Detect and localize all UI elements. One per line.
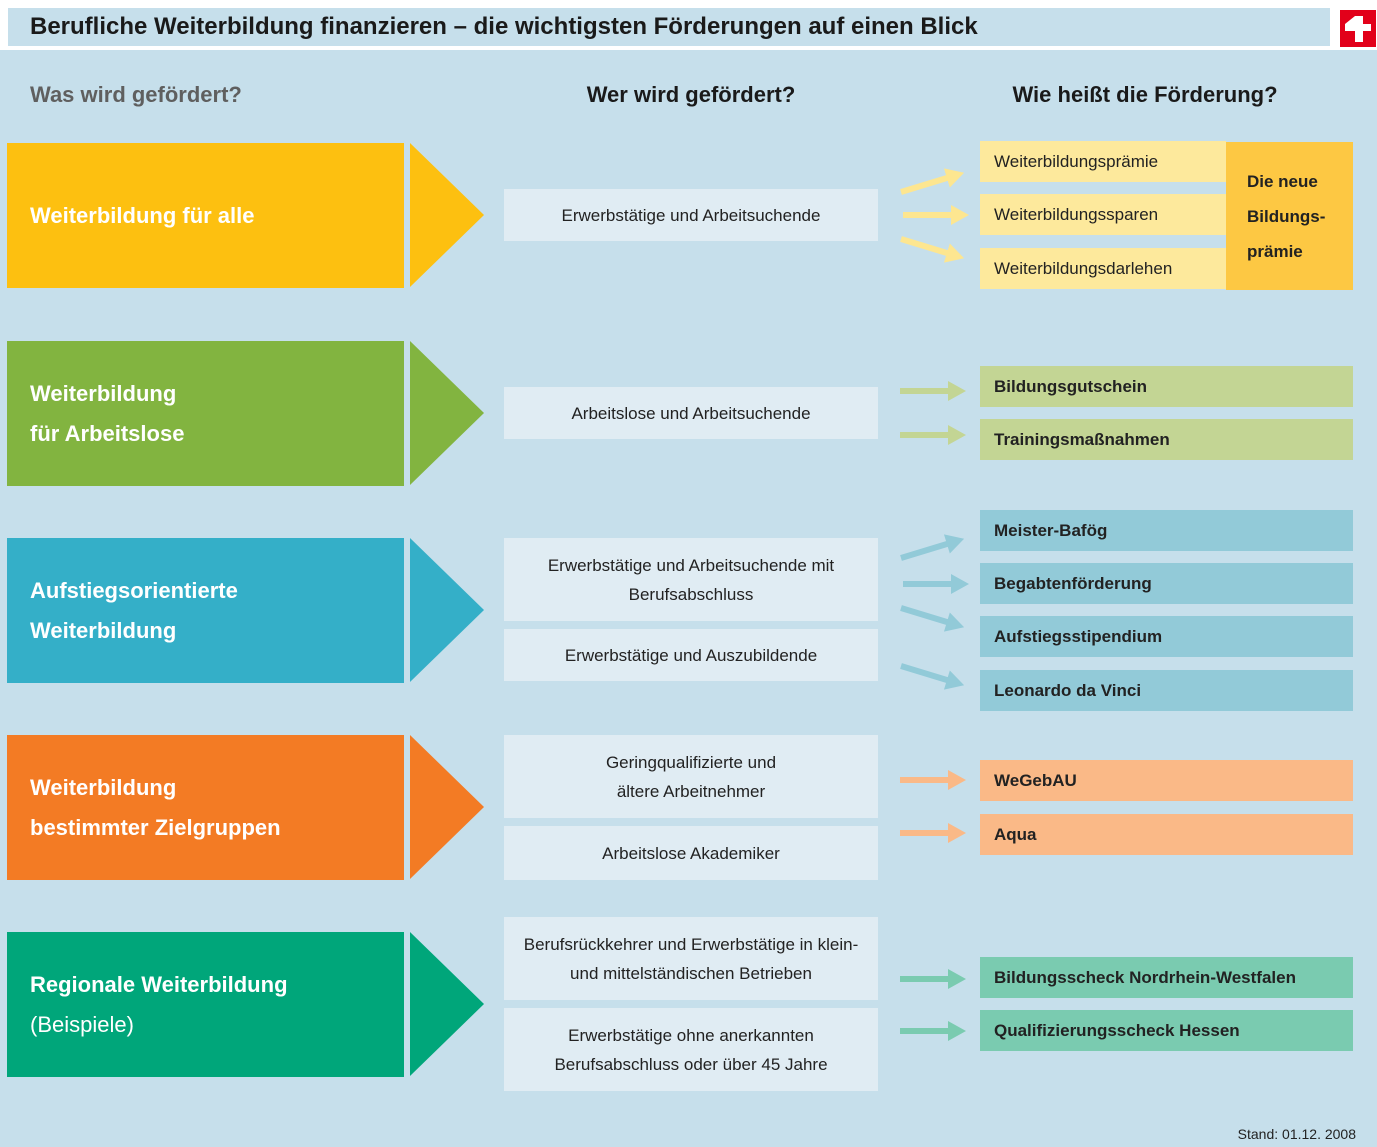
arrow-icon <box>900 663 965 690</box>
logo-icon <box>1340 10 1376 47</box>
bracket-line: Bildungs- <box>1247 206 1326 226</box>
arrow-icon <box>903 574 969 594</box>
title-bar <box>8 8 1330 46</box>
program-box: Meister-Bafög <box>980 510 1353 551</box>
category-block-regional: Regionale Weiterbildung (Beispiele) <box>7 932 404 1077</box>
bracket-line: prämie <box>1247 241 1303 261</box>
header-what: Was wird gefördert? <box>30 82 242 107</box>
program-box: Leonardo da Vinci <box>980 670 1353 711</box>
arrow-icon <box>900 425 966 445</box>
category-arrow <box>410 538 484 682</box>
category-arrow <box>410 341 484 485</box>
category-label: bestimmter Zielgruppen <box>30 814 281 840</box>
program-box: Trainingsmaßnahmen <box>980 419 1353 460</box>
header-who: Wer wird gefördert? <box>586 82 796 107</box>
arrow-group-green <box>900 381 966 445</box>
recipient-box: Erwerbstätige und Arbeitsuchende mit Ber… <box>504 538 878 621</box>
program-box: Bildungsgutschein <box>980 366 1353 407</box>
arrow-icon <box>900 605 965 632</box>
arrow-icon <box>900 236 965 263</box>
category-note: (Beispiele) <box>30 1011 134 1037</box>
date-stamp: Stand: 01.12. 2008 <box>1237 1126 1356 1142</box>
arrow-icon <box>900 381 966 401</box>
program-box: Bildungsscheck Nordrhein-Westfalen <box>980 957 1353 998</box>
recipient-box: Arbeitslose Akademiker <box>504 826 878 880</box>
category-label: Aufstiegsorientierte <box>30 577 238 603</box>
arrow-icon <box>900 168 965 195</box>
category-block-aufstieg: Aufstiegsorientierte Weiterbildung <box>7 538 404 683</box>
program-box: Weiterbildungsprämie <box>980 141 1226 182</box>
bracket-line: Die neue <box>1247 171 1318 191</box>
program-box: Weiterbildungssparen <box>980 194 1226 235</box>
category-block-zielgruppen: Weiterbildung bestimmter Zielgruppen <box>7 735 404 880</box>
category-label: Weiterbildung <box>30 617 177 643</box>
program-box: WeGebAU <box>980 760 1353 801</box>
recipient-box: Erwerbstätige und Arbeitsuchende <box>504 189 878 241</box>
arrow-group-yellow <box>900 168 969 263</box>
arrow-group-blue <box>900 534 969 690</box>
recipient-box: Erwerbstätige und Auszubildende <box>504 629 878 681</box>
category-block-alle: Weiterbildung für alle <box>7 143 404 288</box>
category-block-arbeitslose: Weiterbildung für Arbeitslose <box>7 341 404 486</box>
program-box: Aqua <box>980 814 1353 855</box>
recipient-box: Berufsrückkehrer und Erwerbstätige in kl… <box>504 917 878 1000</box>
recipient-box: Arbeitslose und Arbeitsuchende <box>504 387 878 439</box>
category-label: Weiterbildung für alle <box>30 202 255 228</box>
category-arrow <box>410 143 484 287</box>
bracket-label: Die neue Bildungs- prämie <box>1226 142 1353 290</box>
recipient-box: Erwerbstätige ohne anerkannten Berufsabs… <box>504 1008 878 1091</box>
arrow-icon <box>900 969 966 989</box>
category-label: Regionale Weiterbildung <box>30 971 288 997</box>
arrow-icon <box>903 205 969 225</box>
header-name: Wie heißt die Förderung? <box>1012 82 1278 107</box>
arrow-icon <box>900 534 965 561</box>
category-arrow <box>410 735 484 879</box>
page-title: Berufliche Weiterbildung finanzieren – d… <box>30 13 978 40</box>
arrow-icon <box>900 770 966 790</box>
category-label: für Arbeitslose <box>30 420 185 446</box>
arrow-group-teal <box>900 969 966 1041</box>
category-label: Weiterbildung <box>30 380 177 406</box>
program-box: Aufstiegsstipendium <box>980 616 1353 657</box>
recipient-box: Geringqualifizierte und ältere Arbeitneh… <box>504 735 878 818</box>
category-label: Weiterbildung <box>30 774 177 800</box>
category-arrow <box>410 932 484 1076</box>
arrow-icon <box>900 1021 966 1041</box>
arrow-icon <box>900 823 966 843</box>
arrow-group-orange <box>900 770 966 843</box>
program-box: Begabtenförderung <box>980 563 1353 604</box>
program-box: Qualifizierungsscheck Hessen <box>980 1010 1353 1051</box>
program-box: Weiterbildungsdarlehen <box>980 248 1226 289</box>
